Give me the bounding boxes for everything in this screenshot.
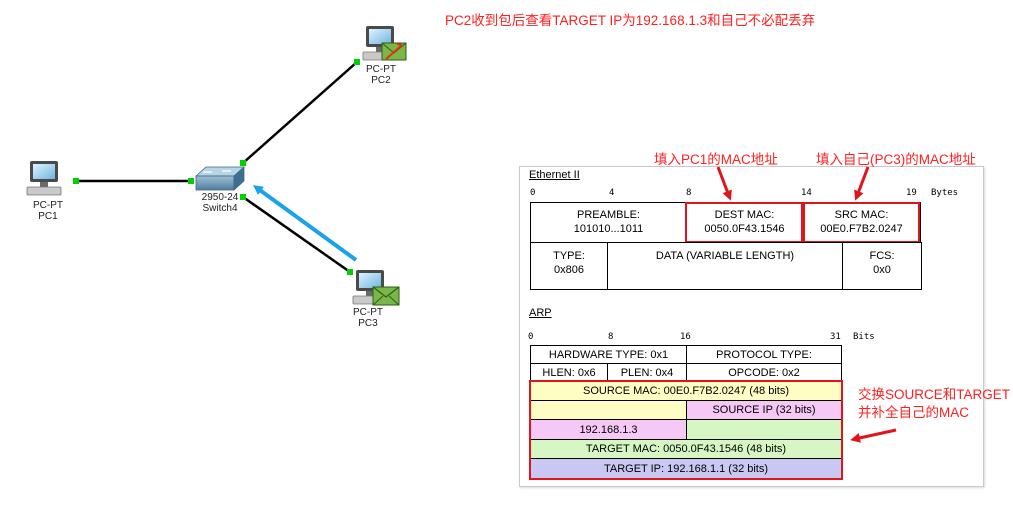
- arp-ruler-31: 31: [830, 332, 841, 342]
- type-value: 0x806: [554, 264, 584, 276]
- link-endpoints: [73, 59, 360, 275]
- arp-ruler-unit: Bits: [853, 332, 875, 342]
- topology-diagram: [26, 26, 407, 306]
- pc2-name: PC2: [371, 75, 391, 86]
- link-switch-pc3: [242, 195, 351, 274]
- dest-mac-label: DEST MAC:: [714, 209, 775, 221]
- ethernet-title: Ethernet II: [529, 169, 580, 181]
- type-label: TYPE:: [553, 250, 585, 262]
- pc1-icon[interactable]: [26, 161, 62, 196]
- arp-ruler-8: 8: [608, 332, 614, 342]
- pc3-label: PC-PT PC3: [342, 307, 394, 329]
- packet-direction-arrow: [252, 185, 358, 262]
- pc3-type: PC-PT: [353, 307, 383, 318]
- envelope-icon: [372, 286, 400, 306]
- rejected-envelope-icon: [381, 42, 407, 61]
- switch-icon[interactable]: [194, 166, 246, 191]
- arp-title: ARP: [529, 307, 552, 319]
- arp-ruler-16: 16: [680, 332, 691, 342]
- data-label: DATA (VARIABLE LENGTH): [655, 250, 795, 262]
- arp-swap-annotation-line2: 并补全自己的MAC: [858, 405, 969, 420]
- eth-ruler-8: 8: [686, 188, 692, 198]
- preamble-label: PREAMBLE:: [577, 209, 640, 221]
- fcs-label: FCS:: [869, 250, 895, 262]
- preamble-value: 101010...1011: [573, 223, 644, 235]
- src-mac-label: SRC MAC:: [834, 209, 889, 221]
- switch-label: 2950-24 Switch4: [190, 192, 250, 214]
- pc2-label: PC-PT PC2: [355, 64, 407, 86]
- pc2-icon[interactable]: [362, 26, 398, 61]
- eth-ruler-unit: Bytes: [931, 188, 959, 198]
- pc1-type: PC-PT: [33, 200, 63, 211]
- eth-ruler-19: 19: [906, 188, 917, 198]
- pc2-type: PC-PT: [366, 64, 396, 75]
- arp-swap-annotation-line1: 交换SOURCE和TARGET: [858, 387, 1011, 402]
- arp-swap-annotation: 交换SOURCE和TARGET 并补全自己的MAC: [858, 386, 1010, 422]
- arp-address-highlight: [529, 380, 843, 480]
- src-mac-value: 00E0.F7B2.0247: [820, 223, 903, 235]
- pc3-name: PC3: [358, 318, 378, 329]
- dest-mac-value: 0050.0F43.1546: [704, 223, 785, 235]
- target-mac-cell: TARGET MAC: 0050.0F43.1546 (48 bits): [530, 439, 842, 459]
- pdu-detail-panel: Ethernet II 0 4 8 14 19 Bytes PREAMBLE: …: [519, 166, 984, 487]
- arp-swap-arrow: [850, 428, 897, 443]
- eth-ruler-14: 14: [801, 188, 812, 198]
- switch-name: Switch4: [202, 203, 238, 214]
- fcs-value: 0x0: [873, 264, 891, 276]
- switch-type: 2950-24: [201, 192, 239, 203]
- link-switch-pc2: [242, 61, 358, 164]
- source-mac-cell: SOURCE MAC: 00E0.F7B2.0247 (48 bits): [530, 381, 842, 401]
- src-mac-arrow: [854, 166, 870, 201]
- pc1-label: PC-PT PC1: [22, 200, 74, 222]
- pc1-name: PC1: [38, 211, 58, 222]
- top-note: PC2收到包后查看TARGET IP为192.168.1.3和自己不必配丢弃: [445, 13, 816, 28]
- fcs-cell: FCS: 0x0: [842, 242, 922, 290]
- dest-mac-annotation: 填入PC1的MAC地址: [654, 152, 778, 167]
- eth-ruler-0: 0: [530, 188, 536, 198]
- source-ip-label-cell: SOURCE IP (32 bits): [686, 400, 842, 420]
- dest-mac-arrow: [716, 166, 732, 201]
- eth-ruler-4: 4: [609, 188, 615, 198]
- arp-ruler-0: 0: [528, 332, 534, 342]
- src-mac-annotation: 填入自己(PC3)的MAC地址: [816, 152, 976, 167]
